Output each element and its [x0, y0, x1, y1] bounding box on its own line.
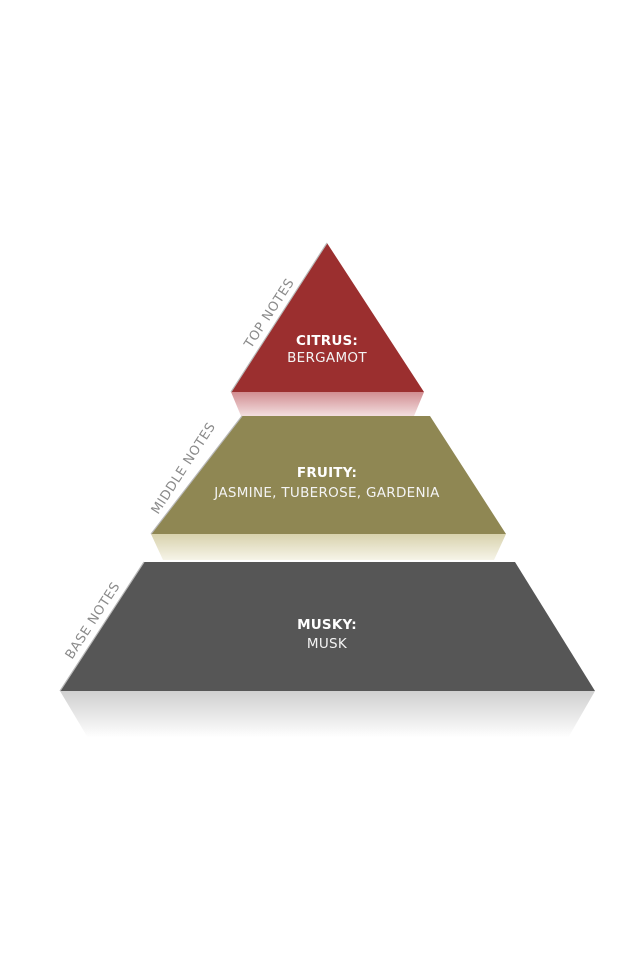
tier-base-face — [60, 562, 595, 691]
tier-top-notes: BERGAMOT — [287, 350, 367, 366]
tier-top-base-face — [231, 392, 424, 416]
tier-top-face — [231, 243, 424, 392]
tier-top: CITRUS: BERGAMOT TOP NOTES — [230, 242, 424, 416]
tier-middle: FRUITY: JASMINE, TUBEROSE, GARDENIA MIDD… — [149, 415, 506, 560]
tier-middle-face — [151, 416, 506, 534]
tier-top-title: CITRUS: — [296, 333, 358, 349]
tier-top-edge — [230, 242, 328, 393]
tier-middle-notes: JASMINE, TUBEROSE, GARDENIA — [213, 485, 440, 501]
tier-base-base-face — [60, 691, 595, 738]
tier-base-edge — [59, 561, 145, 692]
tier-middle-base-face — [151, 534, 506, 560]
tier-base: MUSKY: MUSK BASE NOTES — [59, 561, 595, 738]
tier-base-title: MUSKY: — [297, 617, 357, 633]
tier-middle-title: FRUITY: — [297, 465, 357, 481]
tier-middle-edge — [150, 415, 243, 535]
tier-base-notes: MUSK — [307, 636, 348, 652]
